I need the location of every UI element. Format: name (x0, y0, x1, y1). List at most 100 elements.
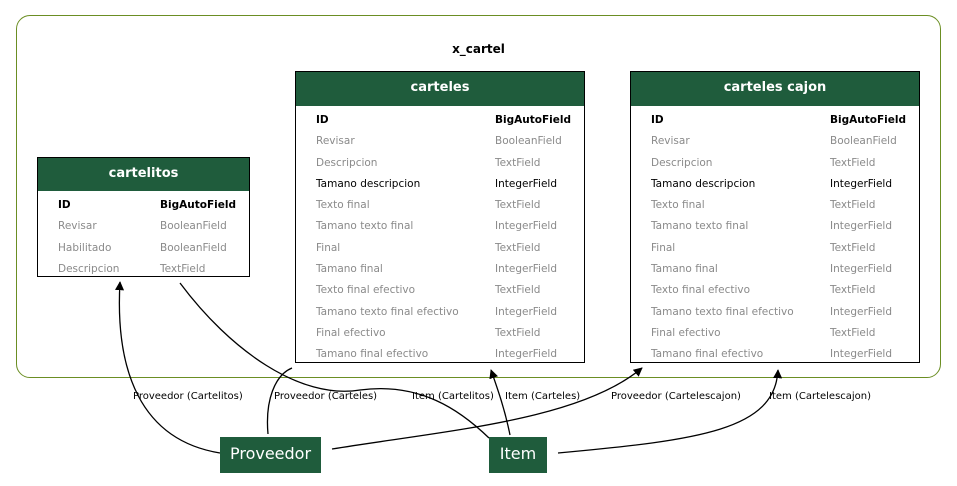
edge-proveedor-carteles (266, 367, 293, 435)
field-type: TextField (830, 284, 876, 297)
field-row: Habilitado BooleanField (38, 238, 249, 259)
edge-label-proveedor-cartelescajon: Proveedor (Cartelescajon) (611, 391, 741, 402)
edge-label-item-carteles: Item (Carteles) (505, 391, 581, 402)
field-type: TextField (495, 284, 541, 297)
field-name: Tamano final efectivo (651, 348, 764, 361)
field-type: BooleanField (160, 241, 227, 254)
edge-item-carteles (489, 369, 511, 436)
field-type: IntegerField (495, 263, 558, 276)
field-name: Texto final efectivo (651, 284, 751, 297)
field-row: ID BigAutoField (296, 110, 584, 131)
model-title: cartelitos (38, 158, 249, 191)
edge-label-item-cartelescajon: Item (Cartelescajon) (769, 391, 872, 402)
field-name: ID (651, 114, 664, 126)
field-row: Tamano descripcion IntegerField (631, 174, 919, 195)
field-type: TextField (830, 241, 876, 254)
field-name: ID (316, 114, 329, 126)
field-name: Descripcion (58, 262, 120, 275)
field-type: IntegerField (495, 220, 558, 233)
field-row: Tamano descripcion IntegerField (296, 174, 584, 195)
field-row: Tamano final efectivo IntegerField (631, 344, 919, 365)
field-type: TextField (830, 326, 876, 339)
field-row: Tamano final IntegerField (296, 259, 584, 280)
field-name: Tamano descripcion (651, 177, 756, 190)
field-name: Revisar (316, 135, 355, 148)
field-type: BooleanField (830, 135, 897, 148)
field-row: Texto final TextField (631, 195, 919, 216)
edge-label-item-cartelitos: Item (Cartelitos) (412, 391, 494, 402)
field-name: Tamano texto final (651, 220, 749, 233)
field-name: Tamano texto final efectivo (316, 305, 459, 318)
field-name: Final efectivo (651, 326, 721, 339)
field-name: Descripcion (651, 156, 713, 169)
field-type: IntegerField (830, 220, 893, 233)
field-name: Texto final (651, 199, 705, 212)
field-name: Revisar (651, 135, 690, 148)
field-type: TextField (160, 262, 206, 275)
app-cluster-x-cartel: x_cartel (16, 15, 941, 378)
field-row: Final efectivo TextField (631, 323, 919, 344)
edge-item-cartelitos (179, 282, 490, 439)
field-name: Revisar (58, 220, 97, 233)
field-type: TextField (830, 199, 876, 212)
field-name: Tamano descripcion (316, 177, 421, 190)
edge-proveedor-cartelescajon (331, 367, 643, 450)
field-type: TextField (495, 156, 541, 169)
field-type: IntegerField (830, 263, 893, 276)
field-row: Descripcion TextField (631, 153, 919, 174)
field-row: Revisar BooleanField (296, 131, 584, 152)
field-name: Final (316, 241, 341, 254)
field-type: IntegerField (830, 305, 893, 318)
field-type: IntegerField (495, 177, 558, 190)
field-row: Final TextField (296, 238, 584, 259)
field-type: BigAutoField (830, 114, 906, 126)
field-name: Tamano texto final (316, 220, 414, 233)
field-row: Texto final efectivo TextField (631, 280, 919, 301)
model-title: carteles (296, 72, 584, 106)
edge-item-cartelescajon (557, 369, 783, 454)
external-model-item: Item (489, 437, 547, 473)
field-name: ID (58, 199, 71, 211)
field-row: Revisar BooleanField (631, 131, 919, 152)
field-row: ID BigAutoField (631, 110, 919, 131)
field-type: IntegerField (830, 348, 893, 361)
field-name: Texto final (316, 199, 370, 212)
field-row: Tamano texto final efectivo IntegerField (296, 302, 584, 323)
field-name: Final (651, 241, 676, 254)
field-type: TextField (830, 156, 876, 169)
field-type: TextField (495, 326, 541, 339)
field-row: Descripcion TextField (296, 153, 584, 174)
field-row: Descripcion TextField (38, 259, 249, 280)
field-type: IntegerField (830, 177, 893, 190)
field-name: Final efectivo (316, 326, 386, 339)
field-type: IntegerField (495, 305, 558, 318)
field-name: Tamano final (316, 263, 383, 276)
field-row: Texto final TextField (296, 195, 584, 216)
field-name: Texto final efectivo (316, 284, 416, 297)
field-row: Texto final efectivo TextField (296, 280, 584, 301)
field-type: BooleanField (160, 220, 227, 233)
field-type: TextField (495, 241, 541, 254)
field-name: Descripcion (316, 156, 378, 169)
field-type: BooleanField (495, 135, 562, 148)
field-type: BigAutoField (495, 114, 571, 126)
field-row: Tamano texto final efectivo IntegerField (631, 302, 919, 323)
field-name: Tamano final efectivo (316, 348, 429, 361)
field-type: TextField (495, 199, 541, 212)
field-name: Tamano texto final efectivo (651, 305, 794, 318)
field-row: Revisar BooleanField (38, 216, 249, 237)
edge-label-proveedor-carteles: Proveedor (Carteles) (274, 391, 378, 402)
field-row: Tamano texto final IntegerField (296, 216, 584, 237)
field-name: Habilitado (58, 241, 112, 254)
model-title: carteles cajon (631, 72, 919, 106)
